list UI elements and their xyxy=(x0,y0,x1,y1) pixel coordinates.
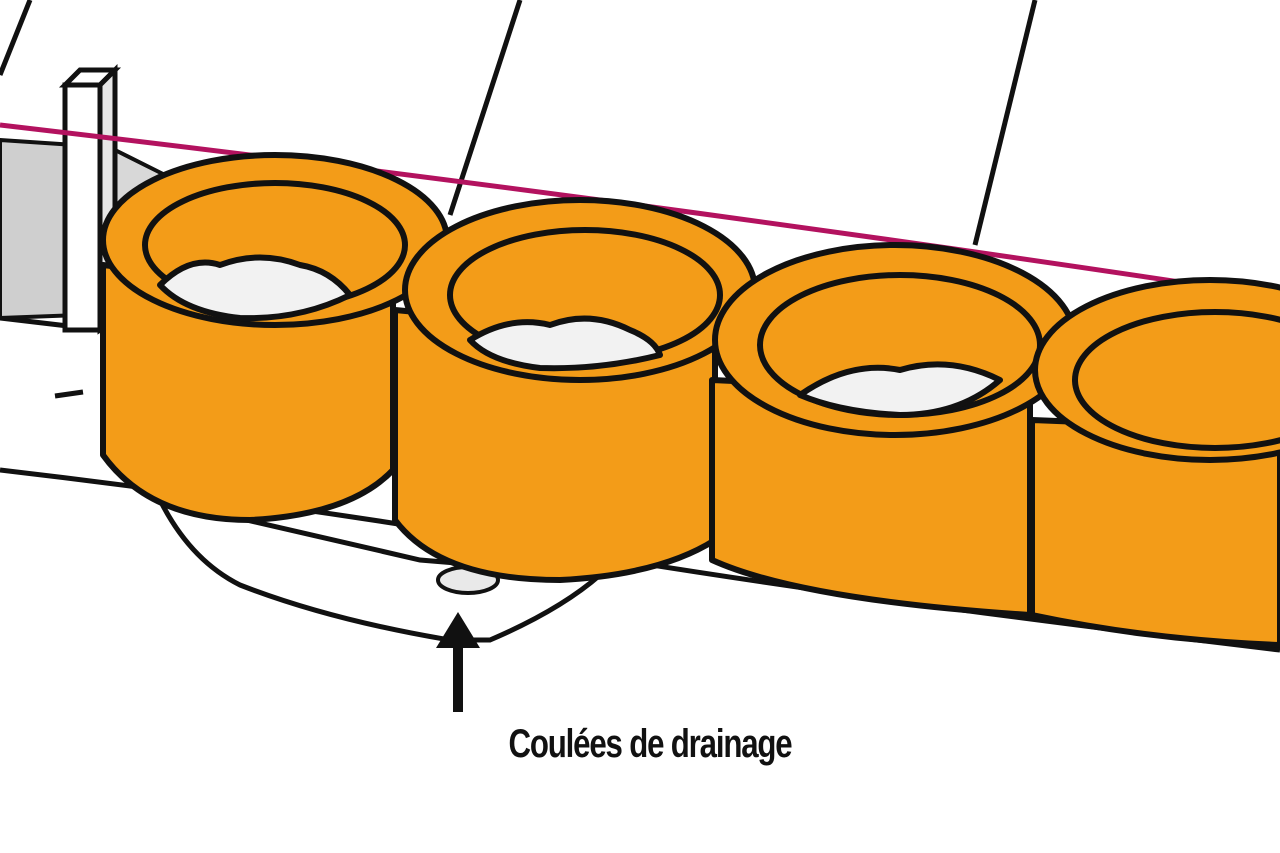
planter-block xyxy=(709,242,1078,618)
planter-block xyxy=(1029,277,1280,648)
interlocking-planter-blocks xyxy=(100,152,1280,648)
pointer-arrow xyxy=(436,612,480,712)
ground-mark xyxy=(54,389,84,399)
planter-block xyxy=(100,152,450,523)
planter-block xyxy=(392,197,758,583)
caption-label: Coulées de drainage xyxy=(508,722,793,766)
